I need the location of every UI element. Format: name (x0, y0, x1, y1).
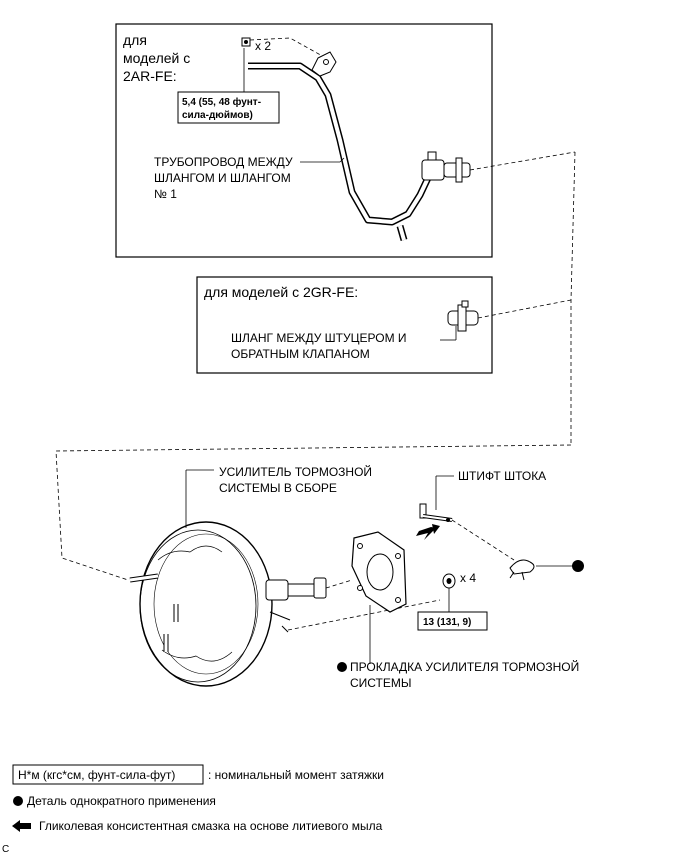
legend-torque-box (12, 764, 204, 785)
grease-icon (12, 820, 31, 832)
inset-2gr-title: для моделей с 2GR-FE: (204, 284, 358, 300)
pipe-label-line-3: № 1 (154, 187, 177, 201)
bolt-torque-line-1: 5,4 (55, 48 фунт- (182, 96, 261, 108)
inset-2ar-frame (115, 23, 493, 258)
booster-label-line-2: СИСТЕМЫ В СБОРЕ (219, 481, 337, 495)
inset-2ar-fe: для моделей с 2AR-FE: x 2 5,4 (55, 48 фу… (115, 23, 576, 258)
inset-2gr-fe: для моделей с 2GR-FE: ШЛАНГ МЕЖДУ ШТУЦЕР… (196, 276, 572, 374)
bolt-torque-line-2: сила-дюймов) (182, 110, 253, 121)
bolt-qty: x 2 (255, 39, 271, 53)
push-rod-pin-icon (419, 503, 453, 522)
inset-2ar-title-line-3: 2AR-FE: (123, 68, 177, 84)
legend-grease: Гликолевая консистентная смазка на основ… (39, 819, 383, 833)
clip-icon (509, 559, 535, 581)
nut-torque-value: 13 (131, 9) (423, 617, 471, 628)
clip-single-use-mark (572, 560, 584, 572)
nut-qty: x 4 (460, 571, 476, 585)
gasket-label-line-2: СИСТЕМЫ (350, 676, 412, 690)
legend-single-use: Деталь однократного применения (27, 794, 216, 808)
pipe-label-line-2: ШЛАНГОМ И ШЛАНГОМ (154, 171, 291, 185)
pipe-label-line-1: ТРУБОПРОВОД МЕЖДУ (154, 155, 293, 169)
hose-icon (447, 300, 479, 332)
legend-torque-box-text: Н*м (кгс*см, фунт-сила-фут) (18, 768, 175, 782)
hose-label-line-2: ОБРАТНЫМ КЛАПАНОМ (231, 347, 370, 361)
inset-2ar-title-line-1: для (123, 32, 147, 48)
pipe-between-hoses-icon (248, 51, 471, 241)
brake-booster-icon (129, 521, 327, 687)
push-rod-pin-label: ШТИФТ ШТОКА (458, 469, 546, 483)
connector-dashed-left (55, 444, 572, 581)
legend: Н*м (кгс*см, фунт-сила-фут) : номинальны… (12, 764, 384, 833)
inset-2ar-title-line-2: моделей с (123, 50, 190, 66)
gasket-icon (351, 531, 407, 613)
booster-label-line-1: УСИЛИТЕЛЬ ТОРМОЗНОЙ (219, 464, 372, 479)
inset-2gr-frame (196, 276, 493, 374)
grease-arrow-icon (416, 524, 440, 540)
nut-icon (442, 573, 456, 589)
corner-mark: C (2, 844, 9, 855)
bolt-icon (241, 37, 251, 47)
gasket-label-line-1: ПРОКЛАДКА УСИЛИТЕЛЯ ТОРМОЗНОЙ (350, 659, 579, 674)
hose-label-line-1: ШЛАНГ МЕЖДУ ШТУЦЕРОМ И (231, 331, 407, 345)
single-use-icon (13, 796, 23, 806)
legend-torque-desc: : номинальный момент затяжки (208, 768, 384, 782)
gasket-single-use-mark (337, 662, 347, 672)
nut-torque-box (417, 611, 488, 631)
brake-booster-assembly: УСИЛИТЕЛЬ ТОРМОЗНОЙ СИСТЕМЫ В СБОРЕ ПРОК… (129, 464, 584, 690)
bolt-torque-box (177, 91, 280, 124)
connector-dashed-right (570, 151, 576, 445)
